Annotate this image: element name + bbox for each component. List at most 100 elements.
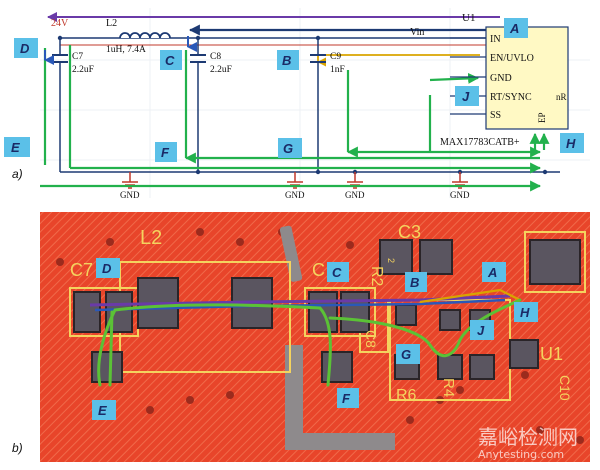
pcb-callout-b: B — [405, 272, 427, 292]
pcb-vias — [56, 228, 584, 444]
u1-pad-1 — [395, 304, 417, 326]
pcb-callout-j: J — [470, 320, 494, 340]
svg-text:F: F — [161, 145, 170, 160]
c9-value: 1nF — [330, 65, 345, 75]
pin-ss: SS — [490, 110, 501, 121]
silk-r6: R6 — [396, 387, 417, 404]
loop-e-f — [97, 303, 332, 387]
callout-j: J — [455, 86, 479, 106]
silk-r4: R4 — [440, 378, 457, 397]
pcb-callout-a: A — [482, 262, 506, 282]
svg-text:J: J — [462, 89, 470, 104]
schematic-panel: U1 IN EN/UVLO GND RT/SYNC SS nR EP MAX17… — [4, 8, 590, 200]
silk-r2: R2 — [368, 266, 385, 287]
silk-pin-2: 2 — [386, 258, 396, 263]
c8-bottom-pad — [321, 351, 353, 383]
panel-label-b: b) — [12, 441, 23, 455]
callout-c: C — [160, 50, 182, 70]
svg-text:H: H — [520, 305, 530, 320]
svg-text:A: A — [487, 265, 497, 280]
pcb-callout-f: F — [337, 388, 359, 408]
c2-pad-1 — [379, 239, 413, 275]
green-current-paths — [40, 45, 550, 192]
loop-e-leg — [108, 310, 114, 387]
svg-text:B: B — [282, 53, 291, 68]
path-j-arrow — [429, 72, 480, 84]
svg-text:F: F — [342, 391, 351, 406]
pcb-callout-g: G — [396, 344, 420, 364]
c3-pad — [529, 239, 581, 285]
gnd-label-2: GND — [285, 190, 305, 200]
svg-text:B: B — [410, 275, 419, 290]
silk-u1: U1 — [540, 344, 563, 364]
r4-pad — [469, 354, 495, 380]
inductor-value: 1uH, 7.4A — [106, 45, 146, 55]
inductor-symbol — [119, 32, 171, 39]
silk-c-top: C — [312, 260, 325, 280]
callout-e: E — [4, 137, 30, 157]
silk-l2: L2 — [140, 227, 162, 249]
c9-ref: C9 — [330, 52, 341, 62]
pin-in: IN — [490, 34, 501, 45]
callout-h: H — [560, 133, 584, 153]
chip-part: MAX17783CATB+ — [440, 137, 520, 148]
svg-text:D: D — [20, 41, 30, 56]
c8-ref: C8 — [210, 52, 221, 62]
pcb-trace-purple — [89, 294, 511, 307]
pin-ep: EP — [537, 112, 547, 123]
c8-pad-1 — [308, 291, 338, 333]
pcb-trace-orange — [419, 288, 521, 304]
gnd-label-1: GND — [120, 190, 140, 200]
callout-f: F — [155, 142, 177, 162]
gnd-label-3: GND — [345, 190, 365, 200]
pcb-panel: C7 L2 C R2 C3 C8 R4 R6 U1 C10 2 A B C D … — [40, 212, 590, 462]
net-vin: Vin — [410, 27, 424, 38]
pin-nr: nR — [556, 92, 567, 102]
pcb-callout-e: E — [92, 400, 116, 420]
r6-pad-2 — [437, 354, 463, 380]
pin-gnd: GND — [490, 73, 512, 84]
c8-outline — [304, 287, 376, 337]
c7-ref: C7 — [72, 52, 83, 62]
gnd-label-4: GND — [450, 190, 470, 200]
silk-c3: C3 — [398, 222, 421, 242]
svg-text:C: C — [165, 53, 175, 68]
watermark-cn: 嘉峪检测网 — [478, 425, 578, 449]
u1-ep-pad — [509, 339, 539, 369]
loop-g-h — [328, 298, 522, 358]
pcb-silk-labels: C7 L2 C R2 C3 C8 R4 R6 U1 C10 2 — [70, 222, 573, 404]
svg-text:A: A — [509, 21, 519, 36]
c7-bottom-pad — [91, 351, 123, 383]
svg-text:D: D — [102, 261, 112, 276]
watermark-url: Anytesting.com — [478, 448, 564, 461]
c7-value: 2.2uF — [72, 65, 94, 75]
svg-text:G: G — [401, 347, 411, 362]
inductor-ref: L2 — [106, 18, 117, 29]
c3-outline — [524, 231, 586, 293]
c8-pad-2 — [340, 291, 370, 333]
callout-a: A — [504, 18, 528, 38]
c7-pad-1 — [73, 291, 101, 333]
u1-pad-2 — [439, 309, 461, 331]
silk-c7: C7 — [70, 260, 93, 280]
svg-text:H: H — [566, 136, 576, 151]
pcb-green-loops — [97, 298, 522, 387]
svg-text:E: E — [98, 403, 107, 418]
ground-polygon — [285, 345, 395, 450]
capacitor-symbols — [52, 54, 326, 63]
callout-b: B — [277, 50, 299, 70]
svg-text:C: C — [332, 265, 342, 280]
silk-c10: C10 — [557, 375, 573, 401]
chip-body — [485, 26, 569, 130]
callouts-schematic: A B C D E F G H J — [4, 18, 584, 162]
pcb-callout-c: C — [327, 262, 349, 282]
c7-pad-2 — [105, 291, 133, 333]
c2-pad-2 — [419, 239, 453, 275]
svg-text:J: J — [477, 323, 485, 338]
c8-value: 2.2uF — [210, 65, 232, 75]
panel-label-a: a) — [12, 167, 23, 181]
junction-dots — [57, 35, 548, 175]
svg-text:E: E — [11, 140, 20, 155]
pcb-trace-blue — [94, 298, 506, 312]
